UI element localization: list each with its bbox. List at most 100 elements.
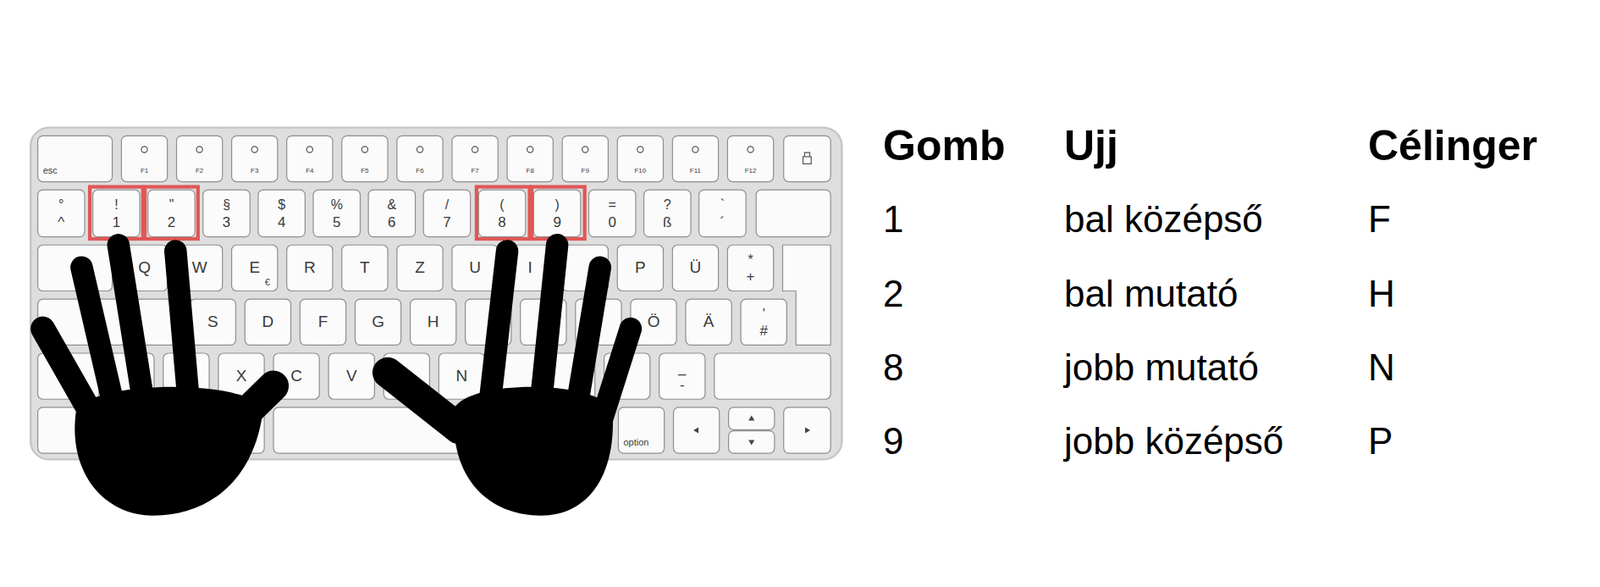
key xyxy=(93,189,140,237)
key-legend: ° xyxy=(58,197,64,213)
function-icon xyxy=(582,146,589,153)
key xyxy=(672,135,718,182)
key xyxy=(699,189,746,237)
key xyxy=(148,189,195,237)
table-header: Célinger xyxy=(1368,122,1538,170)
key-legend: Ä xyxy=(703,313,715,332)
key xyxy=(286,135,333,182)
table-cell: bal középső xyxy=(1064,198,1264,240)
key-legend: F4 xyxy=(305,167,314,176)
function-icon xyxy=(251,146,258,153)
key-legend: 0 xyxy=(607,215,616,232)
function-icon xyxy=(141,146,148,153)
key xyxy=(258,189,305,237)
key-legend: * xyxy=(747,252,753,268)
key xyxy=(644,189,691,237)
key-legend: 7 xyxy=(442,215,451,232)
key xyxy=(423,189,470,237)
key xyxy=(452,135,498,182)
finger xyxy=(601,328,631,419)
key-legend: 4 xyxy=(277,215,286,232)
key xyxy=(507,135,553,182)
arrow-symbol xyxy=(693,426,699,433)
key xyxy=(728,430,775,454)
key xyxy=(397,135,443,182)
key-legend: P xyxy=(634,259,646,277)
key xyxy=(783,407,831,453)
key xyxy=(714,353,831,399)
key-legend: ß xyxy=(662,215,672,232)
key xyxy=(452,244,498,291)
key xyxy=(203,189,250,237)
key-legend: ` xyxy=(720,197,725,213)
key xyxy=(727,135,773,182)
key xyxy=(410,298,457,345)
table-header: Ujj xyxy=(1064,122,1119,170)
key xyxy=(176,135,223,182)
key xyxy=(189,298,236,345)
arrow-symbol xyxy=(748,439,755,445)
key xyxy=(740,298,787,345)
table-cell: P xyxy=(1368,420,1393,462)
table-cell: H xyxy=(1368,273,1396,315)
table-cell: 2 xyxy=(882,273,904,315)
key xyxy=(368,189,415,237)
table-cell: F xyxy=(1368,198,1391,240)
table-cell: 1 xyxy=(882,198,904,240)
key-legend: N xyxy=(456,367,469,386)
function-icon xyxy=(471,146,478,153)
key-legend: # xyxy=(759,323,767,340)
key-legend: F2 xyxy=(195,167,204,176)
key-legend: X xyxy=(236,367,248,386)
finger xyxy=(175,250,189,403)
key-legend: Z xyxy=(414,259,425,277)
key-legend: T xyxy=(359,259,370,277)
key-legend: option xyxy=(623,436,649,447)
function-icon xyxy=(361,146,368,153)
key xyxy=(244,298,291,345)
function-icon xyxy=(527,146,534,153)
key-legend: F11 xyxy=(689,167,701,176)
key-legend: V xyxy=(346,367,358,386)
key-legend: ( xyxy=(499,197,504,213)
finger xyxy=(576,267,601,409)
key xyxy=(755,189,831,237)
table-cell: N xyxy=(1368,347,1396,388)
finger xyxy=(540,244,558,403)
key xyxy=(783,135,831,182)
key-legend: Q xyxy=(137,259,151,277)
lock-icon xyxy=(804,152,810,157)
key-legend: F xyxy=(318,313,329,332)
key-legend: ´ xyxy=(720,215,726,232)
key-legend: 8 xyxy=(497,215,506,232)
key xyxy=(673,407,720,453)
key-legend: F3 xyxy=(250,167,259,176)
arrow-symbol xyxy=(805,426,811,433)
key xyxy=(299,298,346,345)
key xyxy=(617,135,663,182)
key xyxy=(672,244,718,291)
key-legend: F8 xyxy=(526,167,535,176)
key-legend: F5 xyxy=(360,167,369,176)
key-legend: Ü xyxy=(689,259,702,277)
key xyxy=(38,135,113,182)
key xyxy=(38,189,85,237)
key xyxy=(313,189,360,237)
key-legend: - xyxy=(679,377,685,394)
key-legend: " xyxy=(169,197,175,213)
key xyxy=(685,298,732,345)
key-legend: _ xyxy=(678,360,686,376)
thumb xyxy=(219,386,274,440)
key-legend: I xyxy=(528,259,533,277)
key-legend: C xyxy=(290,367,303,386)
key xyxy=(728,407,775,431)
key-legend: ^ xyxy=(57,215,65,232)
key-legend: esc xyxy=(43,165,58,176)
key-legend: W xyxy=(192,259,208,277)
key-legend: ) xyxy=(554,197,559,213)
key-legend: G xyxy=(371,313,385,332)
key-legend: Ö xyxy=(647,313,661,332)
key-legend: = xyxy=(608,197,617,213)
return-key xyxy=(783,244,832,345)
